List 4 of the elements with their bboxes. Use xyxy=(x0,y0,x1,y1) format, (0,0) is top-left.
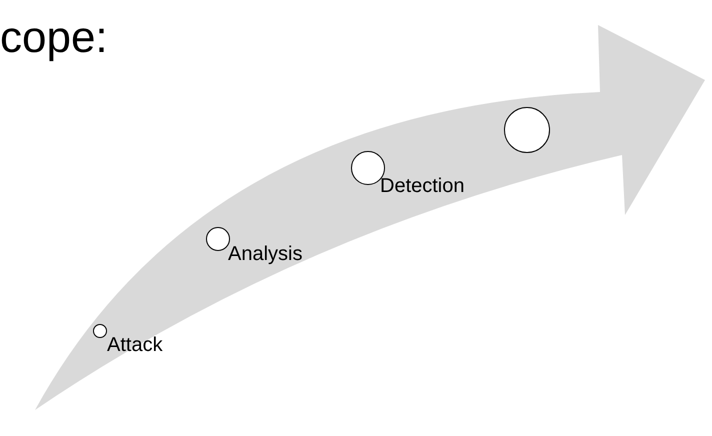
stage-label: Analysis xyxy=(228,242,302,267)
title: cope: xyxy=(0,16,108,60)
stage-label: Detection xyxy=(380,174,464,199)
stage-label: Attack xyxy=(107,333,163,358)
